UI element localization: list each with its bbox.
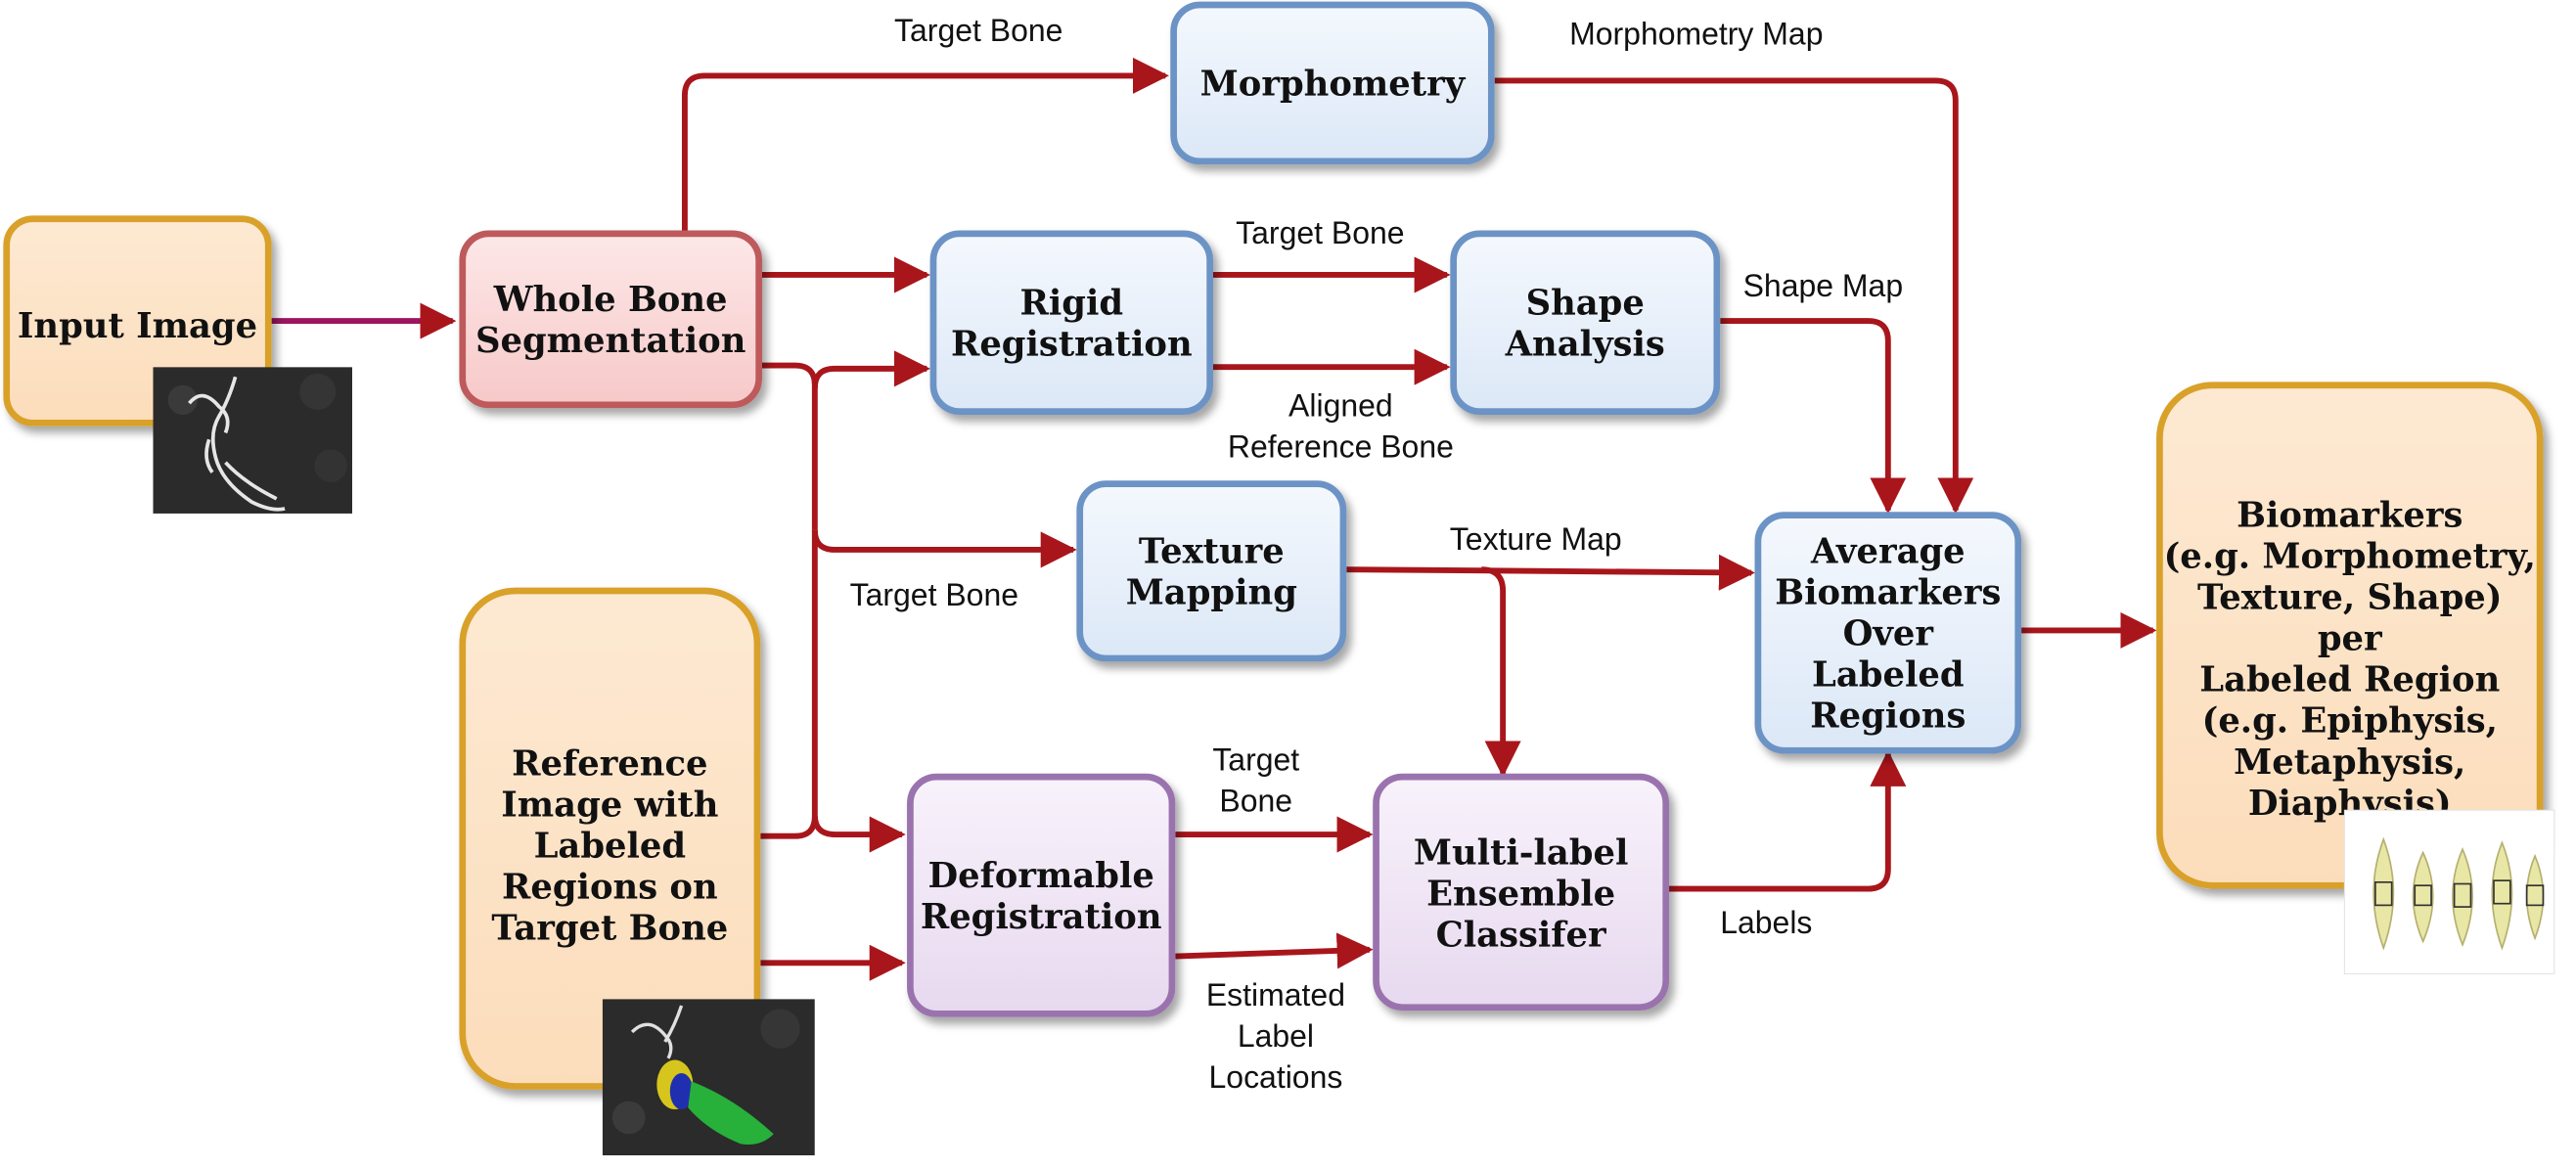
labeled-bone-ct-image-icon xyxy=(602,999,815,1156)
arrow-branch-to-texture xyxy=(811,529,1077,568)
node-texture-mapping: Texture Mapping xyxy=(1076,480,1347,662)
arrow-segmentation-to-morphometry xyxy=(681,57,1169,231)
label-target-bone-top: Target Bone xyxy=(894,15,1063,50)
node-biomarkers-output: Biomarkers (e.g. Morphometry, Texture, S… xyxy=(2156,382,2544,889)
label-aligned-reference-bone: Aligned Reference Bone xyxy=(1227,389,1454,467)
node-multilabel-classifier: Multi-label Ensemble Classifer xyxy=(1373,773,1670,1012)
label-shape-map: Shape Map xyxy=(1742,269,1904,305)
node-whole-bone-segmentation: Whole Bone Segmentation xyxy=(459,230,762,409)
arrow-reference-to-branch xyxy=(760,816,818,839)
violin-plot-icon xyxy=(2343,809,2555,975)
arrow-branch-to-rigid xyxy=(811,350,930,389)
arrow-branch-to-deformable xyxy=(811,529,906,853)
arrow-morphometry-to-average xyxy=(1494,77,1974,515)
arrow-classifier-to-average xyxy=(1669,749,1907,892)
arrow-segmentation-branch xyxy=(761,362,818,530)
label-morphometry-map: Morphometry Map xyxy=(1569,18,1824,53)
node-average-biomarkers: Average Biomarkers Over Labeled Regions xyxy=(1754,512,2022,754)
node-deformable-registration: Deformable Registration xyxy=(907,773,1176,1017)
label-target-bone-rigid: Target Bone xyxy=(1236,217,1405,252)
arrow-texture-to-average xyxy=(1346,554,1755,591)
node-rigid-registration: Rigid Registration xyxy=(929,230,1214,415)
node-morphometry: Morphometry xyxy=(1170,1,1495,165)
label-target-bone-texture: Target Bone xyxy=(849,579,1019,614)
label-target-bone-deformable: Target Bone xyxy=(1212,743,1300,820)
arrow-deformable-to-classifier-estimated xyxy=(1175,932,1374,969)
node-shape-analysis: Shape Analysis xyxy=(1450,230,1721,415)
arrow-shape-to-average xyxy=(1720,318,1907,515)
node-reference-image: Reference Image with Labeled Regions on … xyxy=(459,587,761,1090)
label-estimated-label-locations: Estimated Label Locations xyxy=(1205,979,1345,1097)
bone-ct-image-icon xyxy=(153,367,353,514)
label-labels: Labels xyxy=(1720,907,1813,942)
label-texture-map: Texture Map xyxy=(1449,523,1622,559)
arrow-texture-to-classifier xyxy=(1481,566,1521,778)
